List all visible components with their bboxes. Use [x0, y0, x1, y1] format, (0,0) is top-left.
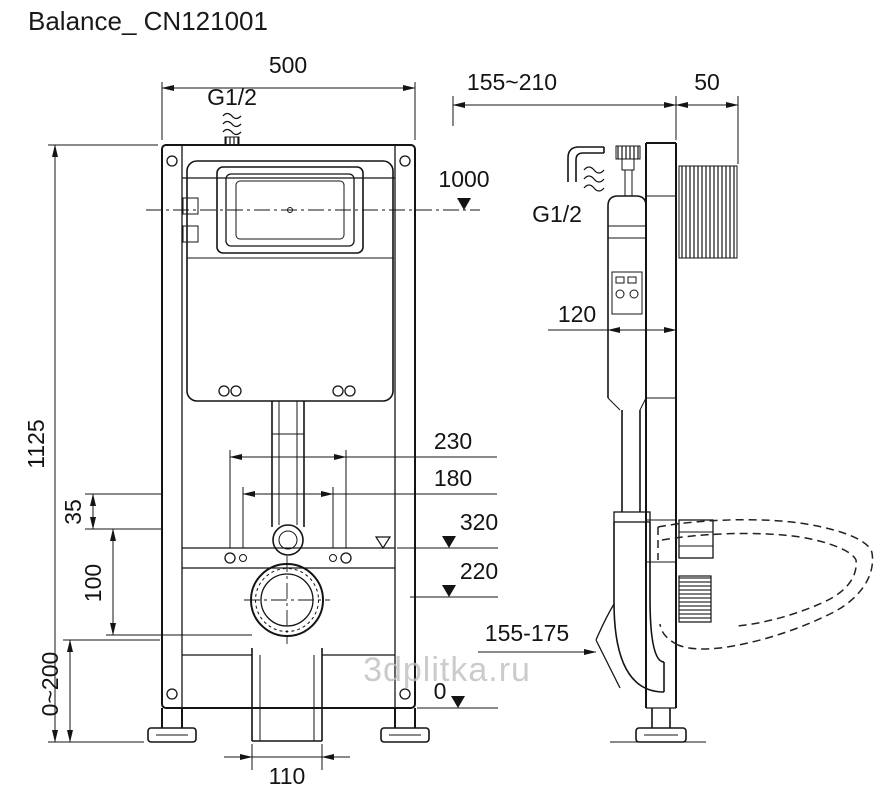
- frame-screw-hole: [399, 155, 411, 167]
- water-inlet-side: [567, 145, 641, 197]
- cistern-front: [182, 160, 394, 402]
- mount-hole: [230, 385, 242, 397]
- drain-opening: [182, 556, 395, 656]
- dim-110-label: 110: [269, 763, 306, 789]
- level-triangle-icon: [442, 585, 456, 597]
- fill-valve: [611, 271, 643, 315]
- pipe-flange: [272, 524, 304, 556]
- outlet-pipe-front: [251, 648, 323, 742]
- level-triangle-icon: [442, 536, 456, 548]
- dim-leg-range-label: 0~200: [37, 652, 63, 717]
- adjustable-feet: [147, 708, 430, 743]
- foot-plate: [380, 727, 430, 743]
- water-inlet-front: [222, 112, 242, 146]
- inlet-fitting: [224, 136, 240, 146]
- pan-bracket: [678, 519, 714, 559]
- level-0-label: 0: [434, 678, 447, 704]
- fixing-bolt-hole: [340, 552, 352, 564]
- fixing-bolt-hole: [224, 552, 236, 564]
- flush-pipe-front: [271, 401, 305, 556]
- hot-water-squiggle-icon: [222, 112, 242, 136]
- level-220-label: 220: [460, 558, 498, 584]
- dim-1125-label: 1125: [23, 419, 49, 468]
- level-1000-label: 1000: [438, 166, 489, 192]
- hot-water-squiggle-icon: [583, 166, 605, 192]
- side-clip: [182, 197, 199, 215]
- dim-50-label: 50: [694, 69, 720, 95]
- frame-screw-hole: [166, 155, 178, 167]
- inlet-g12-label-front: G1/2: [207, 84, 257, 110]
- foot-plate: [147, 727, 197, 743]
- dim-500-label: 500: [269, 52, 307, 78]
- fixing-rail: [182, 536, 395, 569]
- front-dimensions: 500 G1/2 1000 1125 35 100 0~200 110 230: [23, 52, 498, 789]
- level-triangle-icon: [451, 696, 465, 708]
- inlet-g12-label-side: G1/2: [532, 201, 582, 227]
- side-dimensions: 155~210 50 G1/2 120 155-175: [452, 69, 739, 655]
- dim-120-label: 120: [558, 301, 596, 327]
- toilet-bowl-outline: [657, 518, 874, 650]
- centerline: [244, 556, 330, 644]
- level-triangle-icon: [457, 198, 471, 210]
- dim-230-label: 230: [434, 428, 472, 454]
- flush-pipe-side: [613, 410, 651, 523]
- frame-screw-hole: [399, 688, 411, 700]
- open-level-triangle-icon: [374, 536, 392, 550]
- waste-elbow: [595, 522, 665, 693]
- wall-bracket-hatch: [678, 165, 738, 259]
- pan-connection: [678, 519, 714, 623]
- dim-100-label: 100: [80, 564, 106, 602]
- pipe-clamp: [613, 511, 651, 523]
- mount-hole: [344, 385, 356, 397]
- flush-plate-opening: [146, 166, 480, 254]
- mount-hole: [332, 385, 344, 397]
- dim-35-label: 35: [60, 499, 86, 525]
- inlet-valve: [615, 145, 641, 160]
- watermark: 3dplitka.ru: [363, 651, 531, 689]
- fixing-bolt-hole: [329, 554, 337, 562]
- dim-depth-range-label: 155~210: [467, 69, 557, 95]
- side-clip: [182, 225, 199, 243]
- drawing-title: Balance_ CN121001: [28, 6, 268, 36]
- frame-screw-hole: [166, 688, 178, 700]
- mount-hole: [218, 385, 230, 397]
- cistern-side: [607, 195, 647, 411]
- side-view: [567, 142, 874, 743]
- level-320-label: 320: [460, 509, 498, 535]
- pan-outlet-stub: [678, 575, 712, 623]
- inlet-pipe: [567, 146, 605, 182]
- dim-outlet-range-label: 155-175: [485, 620, 569, 646]
- fixing-bolt-hole: [239, 554, 247, 562]
- dim-180-label: 180: [434, 465, 472, 491]
- frame-outline: [161, 144, 416, 709]
- front-view: [146, 112, 480, 743]
